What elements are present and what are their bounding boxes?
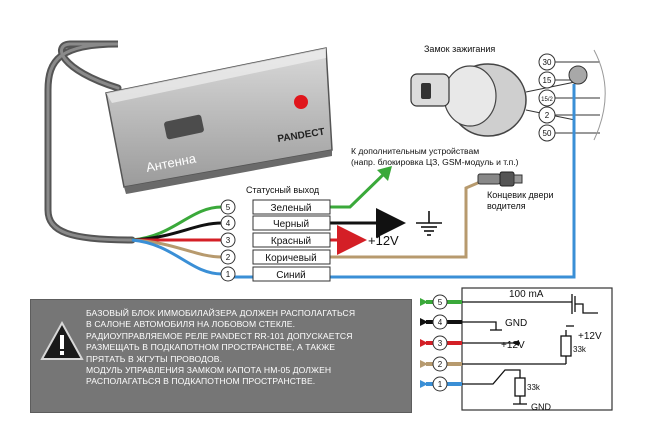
wire-label-3: 3 Красный — [220, 232, 331, 248]
ignition-pin-2: 2 — [545, 111, 550, 120]
schematic-current: 100 mA — [509, 289, 544, 300]
wire-label-4: 4 Черный — [220, 215, 331, 231]
wire-fanout — [131, 205, 223, 276]
schematic-pin-3: 3 — [438, 339, 443, 348]
warning-triangle-icon — [40, 320, 84, 360]
warning-line: ПРЯТАТЬ В ЖГУТЫ ПРОВОДОВ. — [86, 353, 223, 364]
door-switch-label-2: водителя — [487, 201, 526, 211]
warning-line: РАДИОУПРАВЛЯЕМОЕ РЕЛЕ PANDECT RR-101 ДОП… — [86, 330, 353, 341]
schematic-gnd: GND — [505, 318, 527, 329]
wire-label-2: 2 Коричевый — [220, 249, 331, 265]
ignition-15-connector-icon — [568, 65, 588, 85]
schematic-pin-1: 1 — [438, 380, 443, 389]
additional-devices-label-2: (напр. блокировка ЦЗ, GSM-модуль и т.п.) — [351, 157, 519, 167]
door-switch-label-1: Концевик двери — [487, 190, 554, 200]
warning-line: МОДУЛЬ УПРАВЛЕНИЯ ЗАМКОМ КАПОТА HM-05 ДО… — [86, 365, 332, 376]
brown-wire-output — [330, 180, 481, 259]
schematic-pin-2: 2 — [438, 360, 443, 369]
blue-wire-to-ignition — [232, 84, 576, 279]
schematic: 5 4 3 2 1 100 mA — [420, 287, 613, 412]
warning-line: РАЗМЕЩАТЬ В ПОДКАПОТНОМ ПРОСТРАНСТВЕ, А … — [86, 342, 336, 353]
green-arrow-icon — [377, 166, 392, 181]
green-wire-output — [330, 169, 389, 209]
schematic-pin-4: 4 — [438, 318, 443, 327]
schematic-resistor: 33k — [573, 345, 587, 354]
warning-box — [30, 299, 412, 413]
status-output-title: Статусный выход — [246, 185, 320, 195]
schematic-plus12: +12V — [501, 340, 525, 351]
wire-name-red: Красный — [271, 236, 311, 247]
additional-devices-label-1: К дополнительным устройствам — [351, 146, 479, 156]
warning-line: В САЛОНЕ АВТОМОБИЛЯ НА ЛОБОВОМ СТЕКЛЕ. — [86, 319, 296, 330]
ignition-lock-icon — [410, 63, 576, 137]
wire-label-1: 1 Синий — [220, 266, 331, 282]
svg-text:4: 4 — [226, 219, 231, 228]
ignition-pin-15: 15 — [543, 76, 552, 85]
immobilizer-module — [105, 47, 333, 194]
ignition-pins: 30 15 15/2 2 50 — [538, 49, 606, 142]
wire-name-blue: Синий — [276, 270, 306, 281]
schematic-gnd-bottom: GND — [531, 402, 552, 412]
door-switch-icon — [477, 171, 523, 187]
status-led-icon — [294, 95, 308, 109]
warning-line: РАСПОЛАГАТЬСЯ В ПОДКАПОТНОМ ПРОСТРАНСТВЕ… — [86, 376, 316, 387]
wire-name-green: Зеленый — [271, 203, 312, 214]
ignition-pin-15-2: 15/2 — [541, 97, 553, 103]
ignition-pin-50: 50 — [543, 129, 552, 138]
ignition-pin-30: 30 — [543, 58, 552, 67]
svg-text:1: 1 — [226, 270, 231, 279]
svg-text:2: 2 — [226, 253, 231, 262]
wire-label-5: 5 Зеленый — [220, 199, 331, 215]
svg-text:5: 5 — [226, 203, 231, 212]
ignition-title: Замок зажигания — [424, 44, 495, 54]
schematic-plus12-right: +12V — [578, 331, 602, 342]
schematic-resistor-bottom: 33k — [527, 383, 541, 392]
warning-text: БАЗОВЫЙ БЛОК ИММОБИЛАЙЗЕРА ДОЛЖЕН РАСПОЛ… — [86, 308, 406, 388]
ground-icon — [416, 211, 442, 236]
plus12-label: +12V — [368, 233, 399, 248]
warning-line: БАЗОВЫЙ БЛОК ИММОБИЛАЙЗЕРА ДОЛЖЕН РАСПОЛ… — [86, 308, 356, 318]
wire-name-black: Черный — [273, 219, 309, 230]
wire-name-brown: Коричевый — [265, 253, 316, 264]
svg-text:3: 3 — [226, 236, 231, 245]
schematic-pin-5: 5 — [438, 298, 443, 307]
